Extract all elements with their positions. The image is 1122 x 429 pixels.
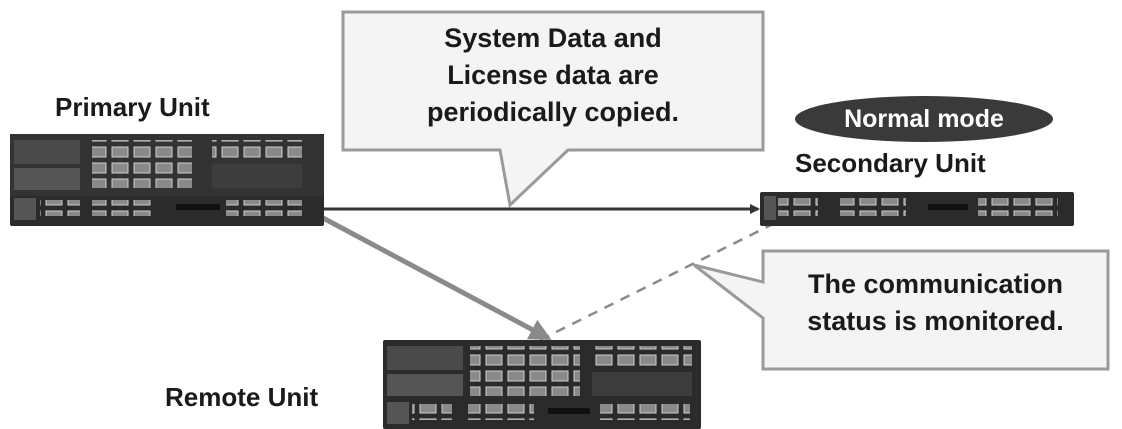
copy-callout-line: License data are [447,60,659,90]
secondary-unit-label: Secondary Unit [795,148,986,178]
mode-badge: Normal mode [795,96,1053,142]
callout-monitor-shape [693,249,1110,371]
monitor-callout-text: The communication status is monitored. [763,266,1108,340]
copy-callout-line: System Data and [444,23,662,53]
monitor-callout-line: The communication [807,269,1064,299]
remote-unit-device [383,340,701,429]
monitor-callout-line: status is monitored. [807,306,1064,336]
remote-link-arrow [301,199,552,341]
primary-unit-label: Primary Unit [55,92,210,122]
secondary-unit-device [760,192,1074,226]
monitor-dashed-line [539,221,776,342]
copy-callout-line: periodically copied. [426,97,680,127]
primary-unit-device [10,134,324,226]
remote-unit-label: Remote Unit [165,382,319,412]
copy-callout-text: System Data and License data are periodi… [343,20,763,131]
callout-copy-shape [341,10,765,208]
